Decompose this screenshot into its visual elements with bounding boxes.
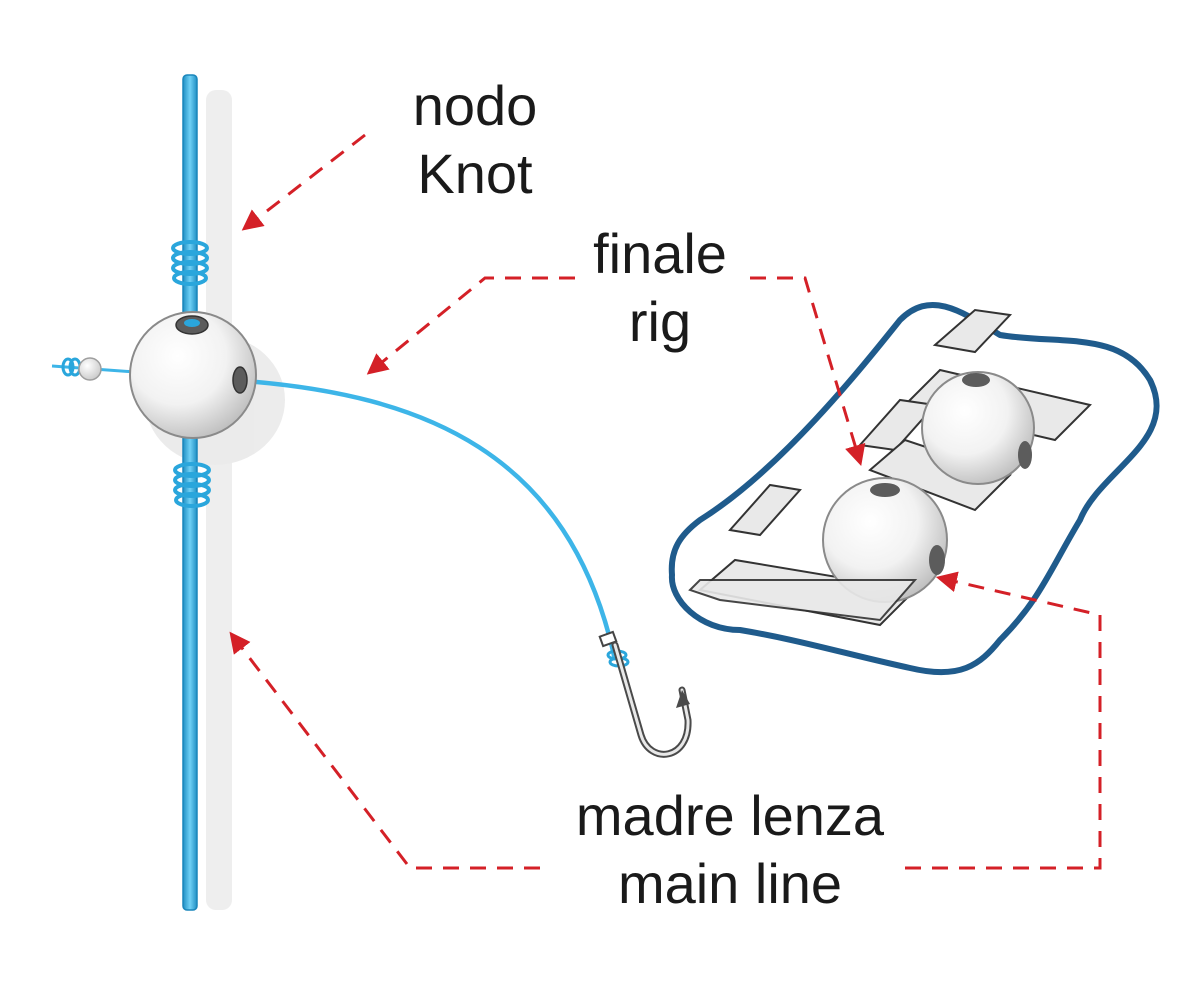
packaging-inset bbox=[668, 302, 1160, 676]
rig-arrow-right bbox=[750, 276, 866, 467]
upper-knot bbox=[171, 240, 209, 286]
knot-label-italian: nodo bbox=[412, 74, 538, 137]
main-line-label-italian: madre lenza bbox=[575, 784, 885, 847]
rig-arrow-left bbox=[366, 276, 575, 375]
callout-arrows bbox=[229, 133, 1102, 870]
knot-label: nodo Knot bbox=[380, 72, 570, 208]
rig-leader bbox=[244, 378, 618, 661]
rig-label: finale rig bbox=[560, 220, 760, 356]
stopper-bead bbox=[51, 357, 136, 381]
rig-label-italian: finale bbox=[593, 222, 727, 285]
main-line-arrow-left bbox=[229, 631, 540, 870]
main-line-label-english: main line bbox=[617, 852, 843, 915]
knot-arrow bbox=[241, 133, 366, 231]
knot-label-english: Knot bbox=[417, 142, 533, 205]
swivel-bead bbox=[129, 311, 257, 439]
lower-knot bbox=[173, 462, 211, 508]
rig-label-english: rig bbox=[628, 290, 692, 353]
fish-hook bbox=[598, 630, 692, 758]
main-line-label: madre lenza main line bbox=[520, 782, 940, 918]
drop-shadows bbox=[145, 90, 285, 910]
